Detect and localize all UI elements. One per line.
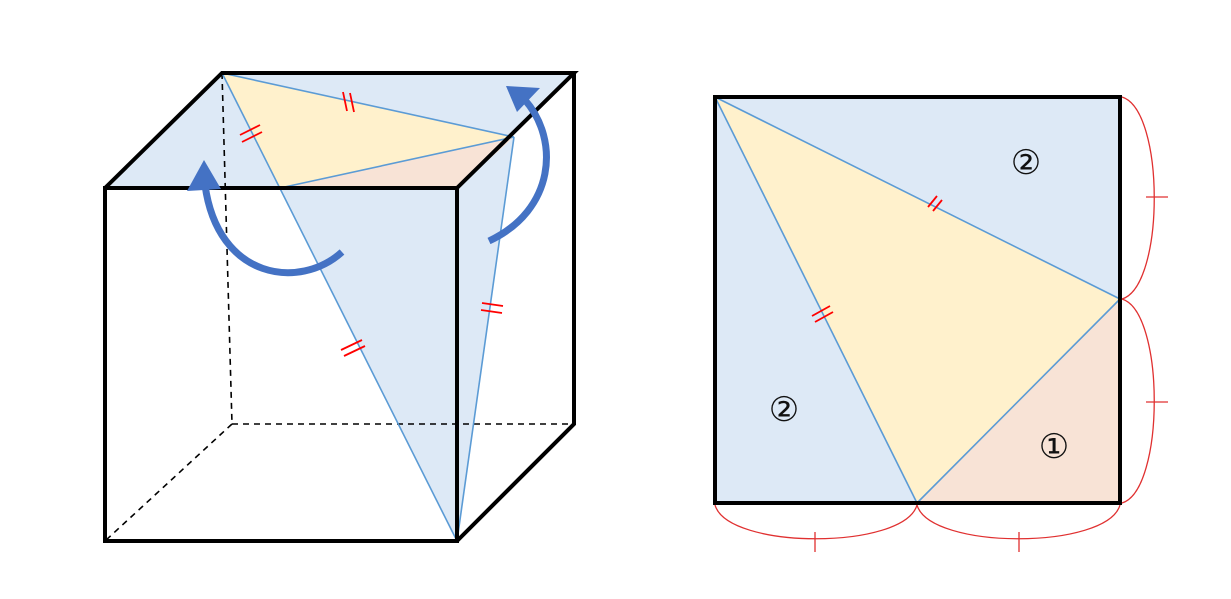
label-region-bottom-right: ① bbox=[1039, 427, 1069, 467]
folded-yellow-triangle bbox=[222, 73, 514, 188]
label-region-top-right: ② bbox=[1011, 143, 1041, 183]
fold-arrow-right-head-icon bbox=[506, 86, 540, 112]
unfolded-square-figure: ② ② ① bbox=[713, 95, 1168, 552]
cube-figure bbox=[103, 71, 579, 543]
fold-arrow-left-head-icon bbox=[187, 160, 221, 191]
fold-arrows bbox=[201, 97, 550, 277]
square-outline bbox=[713, 95, 1122, 505]
cube-crease-lines bbox=[221, 72, 515, 542]
brace-bottom-left bbox=[714, 504, 918, 540]
square-yellow-triangle bbox=[715, 97, 1120, 503]
fold-arrow-right-icon bbox=[487, 97, 550, 245]
fold-arrow-left-icon bbox=[201, 184, 345, 277]
label-region-bottom-left: ② bbox=[769, 390, 799, 430]
brace-right-bottom bbox=[1121, 298, 1155, 504]
square-crease-lines bbox=[714, 96, 1121, 504]
half-length-braces bbox=[714, 96, 1168, 552]
cube-edges bbox=[103, 71, 579, 543]
hidden-edges bbox=[104, 72, 574, 542]
brace-right-top bbox=[1121, 96, 1155, 300]
cube-equal-ticks bbox=[239, 91, 504, 357]
square-equal-ticks bbox=[811, 195, 943, 323]
